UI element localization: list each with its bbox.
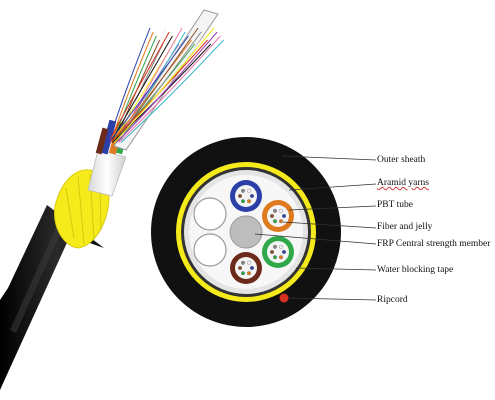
optical-fiber [241,271,245,276]
filler-rod [193,233,227,267]
exposed-fiber-strand [109,27,151,139]
label-pbt-tube: PBT tube [377,200,413,210]
optical-fiber [282,214,286,218]
optical-fiber [270,214,274,218]
optical-fiber [247,188,251,193]
optical-fiber [279,255,283,260]
optical-fiber [282,250,286,254]
optical-fiber [247,271,251,276]
optical-fiber [250,194,254,198]
label-ripcord: Ripcord [377,295,408,305]
cable-side-view [0,9,224,390]
optical-fiber [241,260,245,265]
ripcord-marker [279,293,289,303]
optical-fiber [250,266,254,270]
optical-fiber [279,244,283,249]
pbt-inner-jacket [87,149,127,197]
exposed-fibers [109,27,224,143]
optical-fiber [241,199,245,204]
label-water-blocking-tape: Water blocking tape [377,265,454,275]
exposed-fiber-strand [116,31,218,143]
label-aramid-yarns: Aramid yarns [377,178,429,188]
leader-water-blocking-tape [295,267,377,271]
pbt-tube-green [262,236,294,268]
label-outer-sheath: Outer sheath [377,155,426,165]
leader-ripcord [287,297,377,301]
fiber-jelly-fill [235,185,257,207]
exposed-fiber-strand [111,35,173,140]
label-fiber-and-jelly: Fiber and jelly [377,222,433,232]
label-frp-central-strength-member: FRP Central strength member [377,239,491,249]
exposed-fiber-strand [114,27,215,143]
optical-fiber [273,219,277,224]
leader-lines [254,155,377,301]
optical-fiber [241,188,245,193]
exposed-fiber-strand [120,39,224,143]
exposed-fiber-strand [116,27,199,142]
jacket-highlight [10,218,66,333]
pbt-tube-orange [262,200,294,232]
optical-fiber [279,219,283,224]
frp-central-member [229,215,263,249]
optical-fiber [247,260,251,265]
exposed-fiber-strand [118,31,202,142]
pbt-tube-brown [230,252,262,284]
leader-frp [254,233,377,245]
exposed-fiber-strand [118,35,221,143]
exposed-fiber-strand [114,43,196,142]
exposed-fiber-strand [111,39,192,142]
leader-aramid-yarns [288,183,377,191]
leader-pbt-tube [288,205,377,211]
optical-fiber [238,194,242,198]
fiber-jelly-fill [267,241,289,263]
leader-fiber-and-jelly [282,221,377,229]
optical-fiber [279,208,283,213]
exposed-fiber-strand [109,31,170,140]
exposed-fiber-strand [109,35,189,142]
fiber-jelly-fill [235,257,257,279]
optical-fiber [273,208,277,213]
optical-fiber [273,255,277,260]
pbt-tube-blue [230,180,262,212]
exposed-fiber-strand [120,31,186,140]
fiber-jelly-fill [267,205,289,227]
optical-fiber [273,244,277,249]
cross-section [151,137,341,327]
optical-fiber [270,250,274,254]
exposed-fiber-strand [120,35,205,142]
outer-jacket [0,205,104,390]
optical-fiber [247,199,251,204]
filler-rod [193,197,227,231]
leader-outer-sheath [281,155,377,161]
aramid-texture [65,173,102,245]
optical-fiber [238,266,242,270]
